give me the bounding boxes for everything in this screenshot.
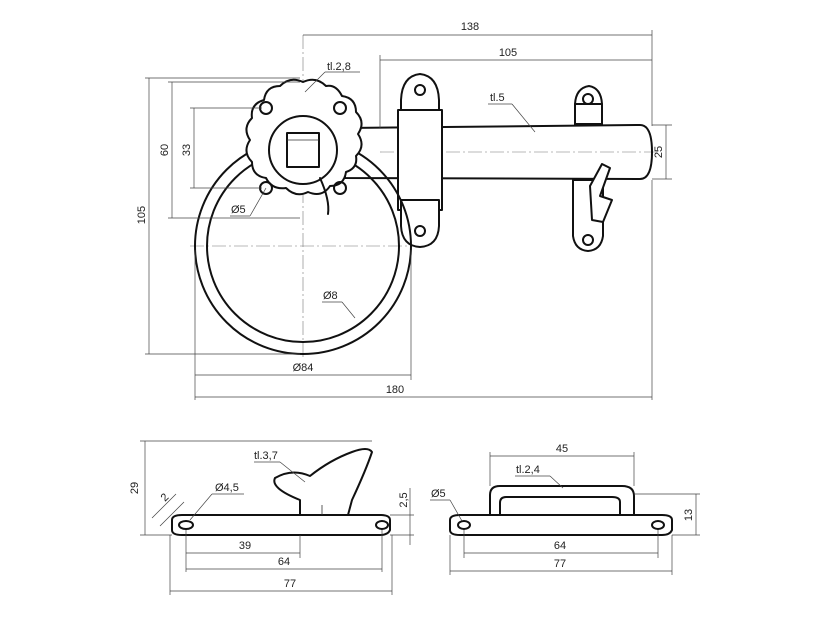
dim-keeper-height: 13 (634, 493, 700, 536)
dim-bar-thickness: tl.5 (488, 92, 536, 133)
dim-text-180: 180 (386, 384, 404, 396)
catch-lever (589, 163, 613, 223)
dim-text-o8: Ø8 (323, 290, 338, 302)
dim-bar-diameter: 25 (652, 124, 672, 180)
dim-keeper-hole-spacing: 64 (463, 530, 659, 558)
dim-text-60: 60 (159, 144, 171, 156)
keeper-base-plate (449, 514, 673, 536)
dim-text-o84: Ø84 (293, 362, 314, 374)
dim-rose-hole: Ø5 (230, 187, 267, 217)
dim-text-138: 138 (461, 21, 479, 33)
rose-hole-top-right (333, 101, 347, 115)
dim-catch-plate: 2,5 (390, 488, 414, 545)
dim-text-25: 25 (653, 146, 665, 158)
dim-bar-length: 105 (379, 47, 652, 128)
dim-text-77-keeper: 77 (554, 558, 566, 570)
catch-side-view: 29 2 tl.3,7 Ø4,5 2,5 (129, 440, 414, 595)
square-spindle (286, 132, 320, 168)
dim-catch-length: 77 (169, 535, 393, 595)
dim-keeper-length: 77 (449, 535, 673, 575)
dim-overall-length: 180 (194, 180, 653, 400)
dim-text-105-bar: 105 (499, 47, 517, 59)
dim-ring-diameter: Ø84 (194, 250, 412, 380)
dim-text-tl37: tl.3,7 (254, 450, 278, 462)
dim-catch-hole-spacing: 64 (185, 530, 383, 572)
dim-text-39: 39 (239, 540, 251, 552)
dim-rose-hole-spacing: 33 (181, 107, 262, 189)
dim-text-o5-keeper: Ø5 (431, 488, 446, 500)
dim-text-64-keeper: 64 (554, 540, 566, 552)
rose-plate (245, 78, 363, 196)
dim-text-2: 2 (159, 491, 172, 504)
dim-text-o45: Ø4,5 (215, 482, 239, 494)
dim-ring-rod: Ø8 (322, 290, 356, 319)
catch-hole-left (178, 520, 194, 530)
dim-text-45: 45 (556, 443, 568, 455)
dim-keeper-width: 45 (489, 443, 635, 486)
rose-hole-bottom-right (333, 181, 347, 195)
dim-bolt-length: 138 (303, 21, 653, 126)
dim-text-105-ring: 105 (136, 206, 148, 224)
dim-text-29: 29 (129, 482, 141, 494)
dim-text-64-catch: 64 (278, 556, 290, 568)
keeper-hole-left (457, 520, 471, 530)
dim-rose-thickness: tl.2,8 (304, 61, 360, 93)
dim-catch-hole: Ø4,5 (189, 482, 244, 521)
dim-text-tl24: tl.2,4 (516, 464, 540, 476)
rose-hub (268, 115, 338, 185)
dim-catch-offset: 39 (185, 530, 301, 558)
dim-text-25-plate: 2,5 (398, 492, 410, 507)
dim-rose-height: 60 (159, 81, 300, 219)
catch-base-plate (171, 514, 391, 536)
dim-keeper-thickness: tl.2,4 (515, 464, 564, 489)
dim-ring-assembly-height: 105 (136, 77, 300, 355)
dim-text-tl28: tl.2,8 (327, 61, 351, 73)
dim-catch-thickness: tl.3,7 (254, 450, 306, 483)
catch-hole-right (375, 520, 389, 530)
dim-text-13: 13 (683, 509, 695, 521)
dim-text-33: 33 (181, 144, 193, 156)
dim-text-o5-rose: Ø5 (231, 204, 246, 216)
dim-text-tl5: tl.5 (490, 92, 505, 104)
bar-bracket (397, 73, 443, 248)
dim-keeper-hole: Ø5 (430, 488, 463, 522)
bar-keeper (572, 85, 613, 252)
dim-text-77-catch: 77 (284, 578, 296, 590)
keeper-hole-right (651, 520, 665, 530)
bolt-bar (344, 124, 653, 180)
keeper-staple (489, 485, 635, 516)
catch-fin (273, 448, 373, 516)
keeper-side-view: 45 tl.2,4 Ø5 13 64 (430, 443, 700, 575)
latch-assembly-view: 138 105 25 tl.2,8 tl.5 (136, 21, 672, 400)
dim-catch-height: 29 (129, 440, 372, 536)
